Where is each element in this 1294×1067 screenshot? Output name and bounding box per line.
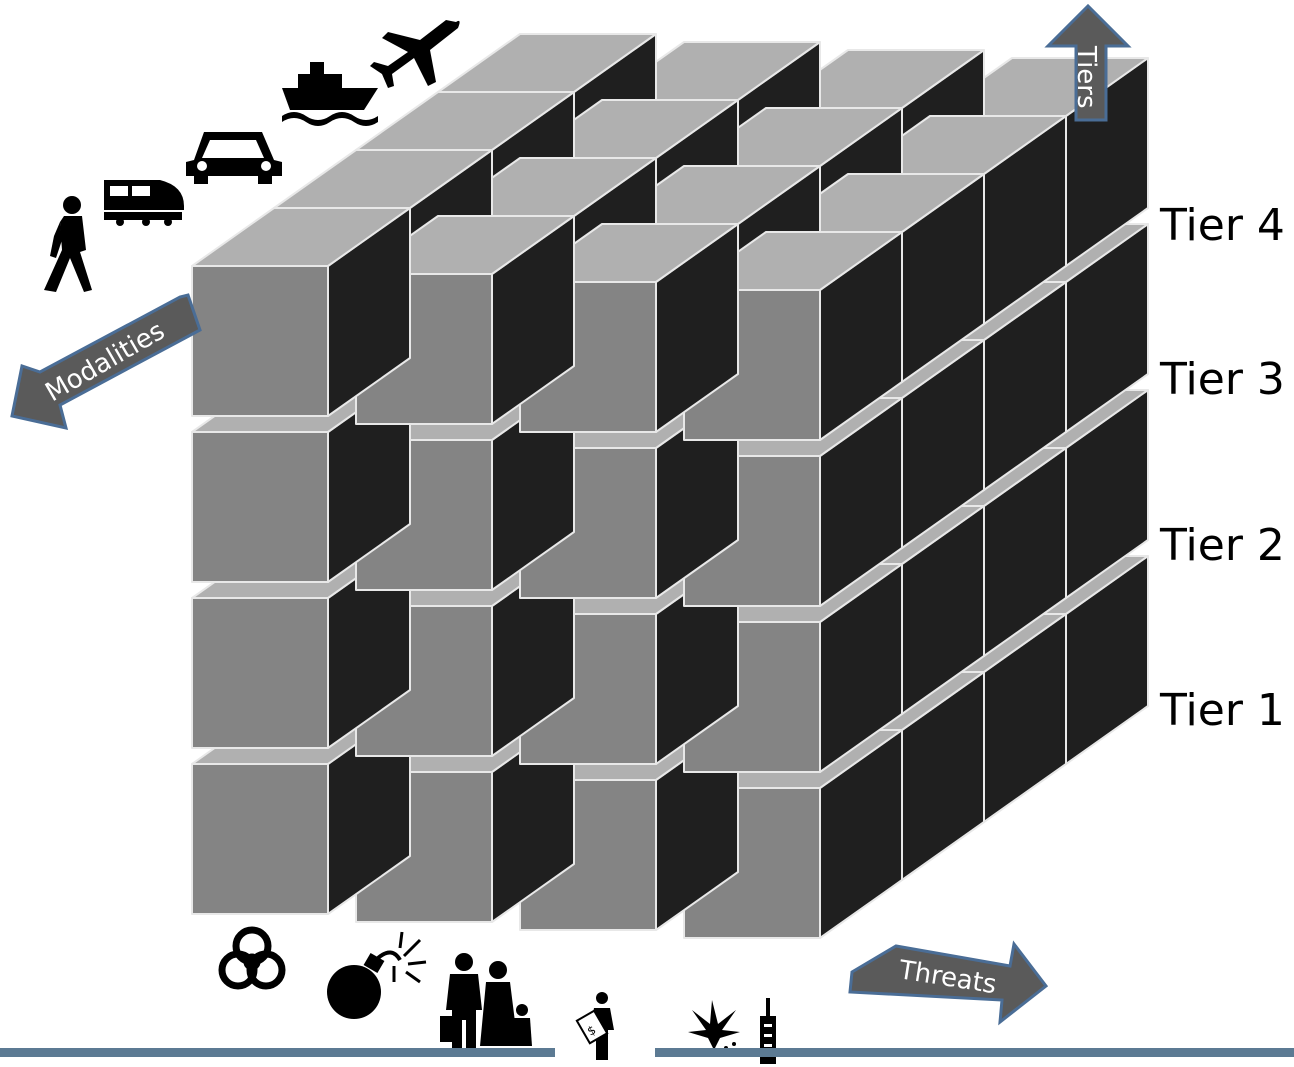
- train-icon: [104, 180, 184, 226]
- tiers-axis-label: Tiers: [1071, 45, 1101, 109]
- cube-grid: [191, 33, 1149, 939]
- tiers-arrow-shape: [1044, 3, 1132, 122]
- tiers-axis-arrow: Tiers: [1044, 3, 1132, 122]
- baseline-left: [0, 1048, 555, 1057]
- car-icon: [186, 132, 282, 184]
- tier-2-label: Tier 2: [1159, 520, 1285, 571]
- threats-arrow-shape: [848, 940, 1049, 1026]
- bomb-icon: [327, 931, 427, 1019]
- airplane-icon: [370, 20, 460, 88]
- tier-3-label: Tier 3: [1159, 354, 1285, 405]
- biohazard-icon: [218, 926, 286, 990]
- ship-icon: [282, 62, 378, 126]
- threats-axis-arrow: Threats: [848, 940, 1049, 1026]
- pedestrian-icon: [44, 196, 92, 292]
- human-trafficking-icon: $: [575, 992, 614, 1060]
- tier-4-label: Tier 4: [1159, 200, 1285, 251]
- modalities-axis-arrow: Modalities: [10, 293, 202, 430]
- cube-t3-m1-c1-front: [191, 431, 329, 583]
- cube-t1-m1-c1-front: [191, 763, 329, 915]
- baseline-right: [655, 1048, 1294, 1057]
- tier-1-label: Tier 1: [1159, 685, 1285, 736]
- cube-t2-m1-c1-front: [191, 597, 329, 749]
- family-migrants-icon: [440, 953, 532, 1048]
- cube-t4-m1-c1-front: [191, 265, 329, 417]
- modalities-arrow-shape: [10, 293, 202, 430]
